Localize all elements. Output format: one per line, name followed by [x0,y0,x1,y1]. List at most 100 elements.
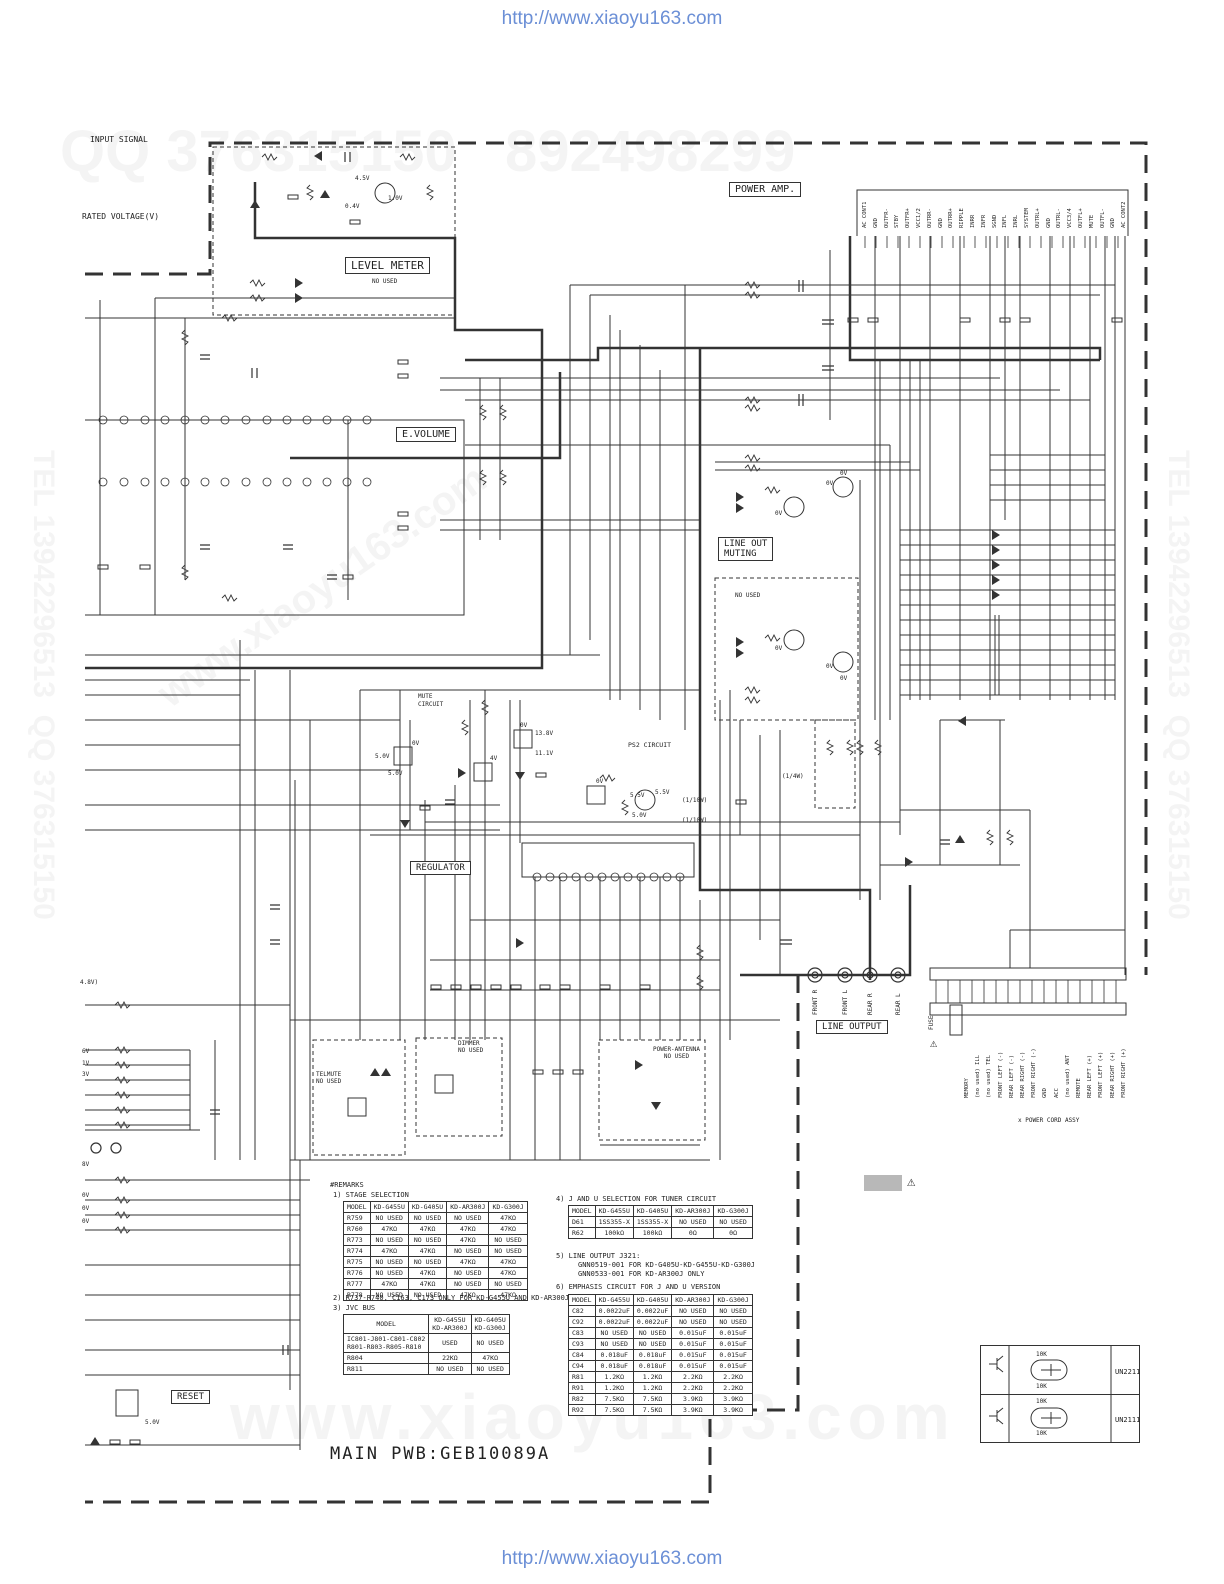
table-cell: 1.2KΩ [632,1382,673,1394]
svg-text:5.0V: 5.0V [632,812,647,819]
warning-icon: ⚠ [930,1036,938,1050]
table-cell: 47KΩ [369,1245,409,1257]
table-cell: 7.5KΩ [632,1393,673,1405]
muting-no-used: NO USED [735,592,761,599]
table-cell: C94 [568,1360,596,1372]
svg-text:6V: 6V [82,1048,90,1055]
amp-pin-label: GND [1110,218,1117,228]
table-cell: NO USED [446,1245,490,1257]
watermark-top: QQ 376315150 892498299 [60,119,796,184]
safety-shade-swatch [864,1175,902,1191]
table-cell: 0.0022uF [594,1316,634,1328]
remarks-title: #REMARKS [330,1181,364,1189]
table-cell: 3.9KΩ [713,1404,753,1416]
table-cell: USED [428,1333,472,1353]
remarks-jvc-bus: 3) JVC BUS [333,1304,376,1312]
table-cell: 47KΩ [488,1267,528,1279]
power-cord-label: x POWER CORD ASSY [1018,1117,1080,1124]
power-antenna-label: POWER-ANTENNA NO USED [653,1046,700,1060]
table-header-cell: MODEL [343,1201,371,1213]
main-pwb-label: MAIN PWB:GEB10089A [330,1444,551,1464]
header-url[interactable]: http://www.xiaoyu163.com [501,8,723,29]
amp-pin-label: GND [937,218,944,228]
table-cell: NO USED [369,1234,409,1246]
legend-2-top: 10K [1036,1398,1047,1405]
reset-label: RESET [171,1390,211,1404]
table-cell: NO USED [369,1256,409,1268]
svg-text:4.5V: 4.5V [355,175,370,182]
svg-text:0V: 0V [826,480,834,487]
power-cord-pin-label: REAR RIGHT (-) [1020,1051,1026,1098]
power-cord-pin-label: REAR RIGHT (+) [1109,1051,1116,1098]
table-cell: NO USED [369,1267,409,1279]
table-cell: R804 [342,1352,430,1364]
table-cell: NO USED [369,1289,409,1301]
table-cell: NO USED [713,1305,753,1317]
svg-text:0V: 0V [520,722,528,729]
legend-row-un2211: 10K 10K UN2211 [981,1346,1140,1395]
power-cord-pin-label: REMOTE [1076,1078,1082,1098]
power-cord-pin-label: (no used) ANT [1064,1054,1071,1098]
amp-pin-label: INFL [1002,214,1009,228]
table-cell: 0.015uF [713,1327,753,1339]
table-cell: 1.2KΩ [632,1371,673,1383]
fuse-label: FUSE [928,1015,935,1030]
svg-text:5.5V: 5.5V [630,792,645,799]
svg-text:3V: 3V [82,1071,90,1078]
table-cell: 22KΩ [428,1352,472,1364]
table-header-cell: KD-G405U [632,1294,673,1306]
table-header-cell: KD-G455U [594,1205,634,1217]
table-cell: 1SS355-X [632,1216,673,1228]
svg-text:4V: 4V [490,755,498,762]
table-cell: NO USED [470,1363,510,1375]
power-cord-pin-label: (no used) ILL [975,1054,982,1098]
amp-pin-label: GND [1045,218,1052,228]
svg-text:0V: 0V [775,510,783,517]
jack-label: FRONT R [812,989,819,1015]
table-cell: R759 [343,1212,371,1224]
legend-2-name: UN2111 [1115,1416,1141,1424]
regulator-label: REGULATOR [410,861,471,875]
table-cell: NO USED [632,1327,673,1339]
level-meter-no-used: NO USED [372,278,398,285]
power-cord-pin-label: REAR LEFT (-) [1008,1054,1015,1098]
table-header-cell: MODEL [568,1294,596,1306]
warning-icon-legend: ⚠ [907,1174,916,1190]
table-cell: 47KΩ [488,1212,528,1224]
amp-pin-label: OUTFR- [883,208,890,228]
table-cell: 0.015uF [671,1349,715,1361]
table-header-cell: KD-AR300J [671,1205,715,1217]
svg-text:5.0V: 5.0V [375,753,390,760]
footer-url[interactable]: http://www.xiaoyu163.com [501,1548,723,1569]
table-cell: NO USED [632,1338,673,1350]
jack-label: FRONT L [842,989,849,1015]
table-cell: 0.018uF [594,1349,634,1361]
table-cell: 100kΩ [594,1227,634,1239]
svg-text:0V: 0V [826,663,834,670]
amp-pin-label: MUTE [1088,214,1095,228]
dimmer-label: DIMMER NO USED [458,1040,484,1054]
table-cell: C93 [568,1338,596,1350]
legend-row-un2111: 10K 10K UN2111 [981,1394,1141,1442]
table-cell: 47KΩ [446,1289,490,1301]
table-cell: 47KΩ [470,1352,510,1364]
svg-text:0V: 0V [840,675,848,682]
table-cell: NO USED [594,1327,634,1339]
svg-text:0.4V: 0.4V [345,203,360,210]
amp-pin-label: INFR [980,214,987,228]
table-cell: NO USED [713,1316,753,1328]
table-cell: NO USED [671,1216,715,1228]
svg-text:(1/4W): (1/4W) [782,773,804,780]
svg-text:1V: 1V [82,1060,90,1067]
table-header-cell: KD-G300J [488,1201,528,1213]
table-cell: 3.9KΩ [713,1393,753,1405]
